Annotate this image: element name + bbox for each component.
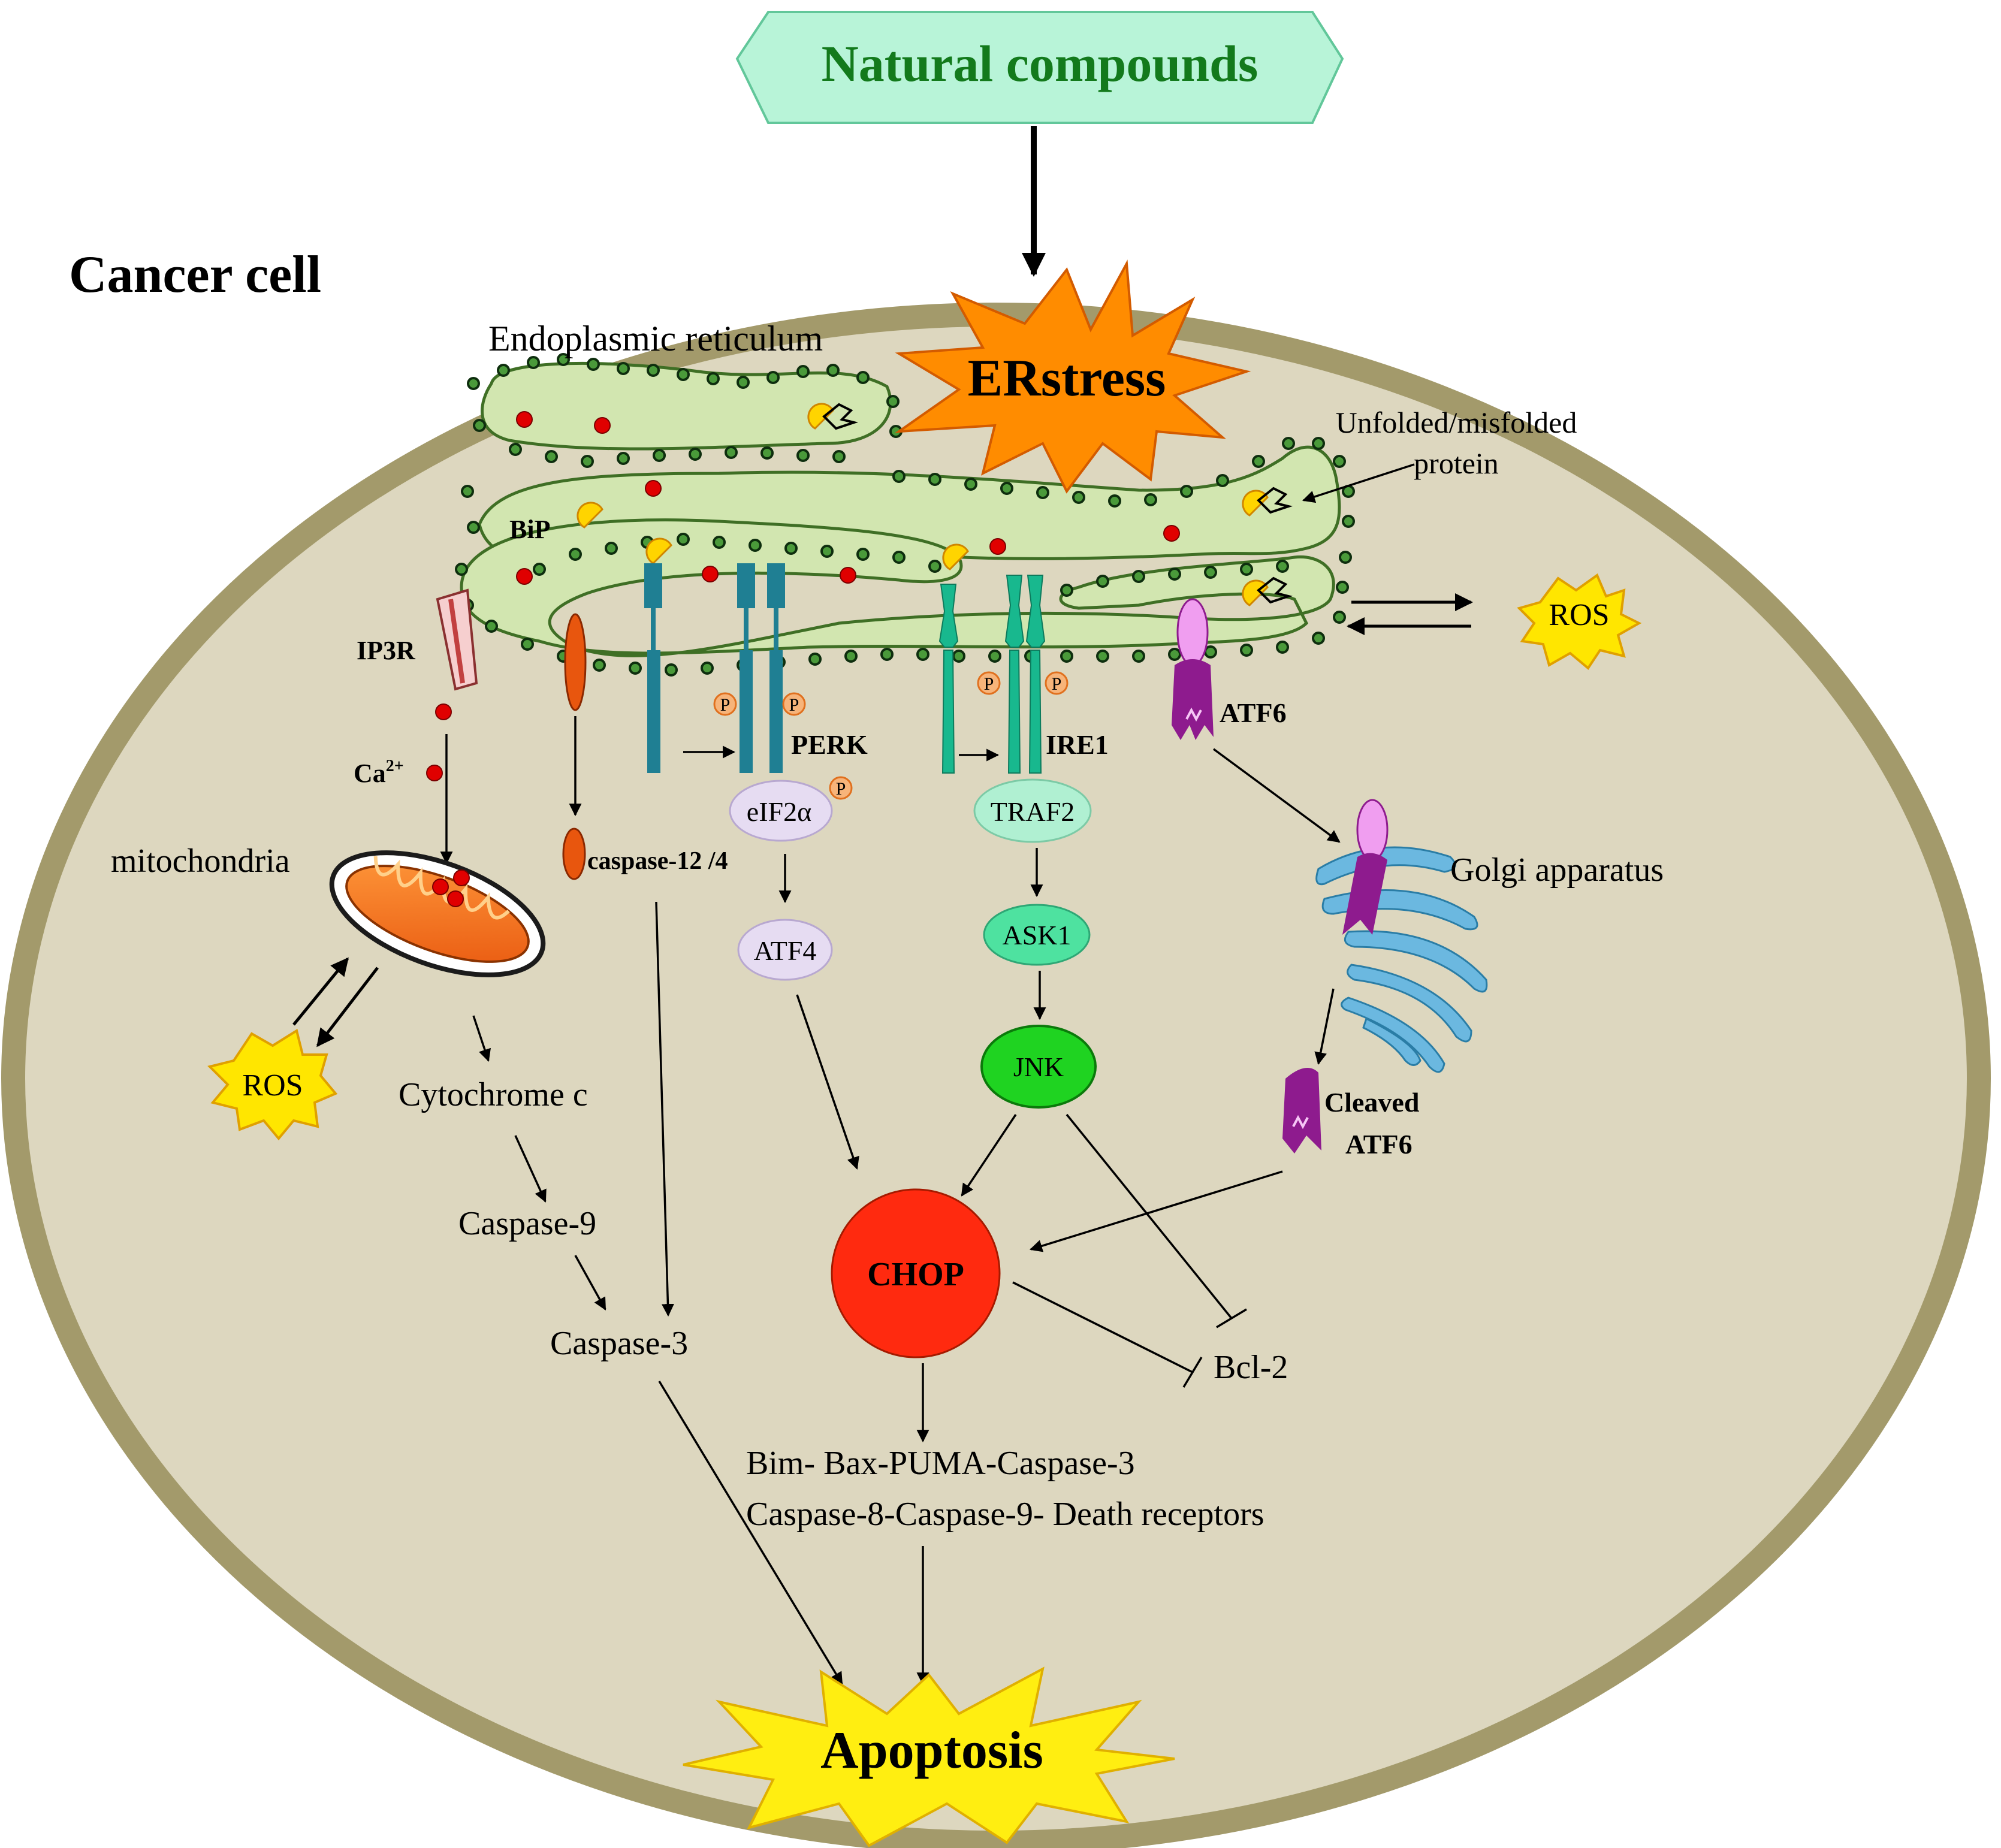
- golgi-label: Golgi apparatus: [1450, 851, 1664, 889]
- er-calcium-dots: [516, 411, 1180, 585]
- calcium-superscript: 2+: [386, 757, 404, 775]
- eif2a-node: [729, 780, 833, 842]
- unfolded-pointer-arrow: [1302, 463, 1415, 503]
- eif2a-phospho-text: P: [836, 779, 846, 799]
- cleaved-atf6-to-chop-arrow: [1029, 1170, 1283, 1252]
- atf6-label: ATF6: [1220, 697, 1287, 728]
- mitochondrion: [329, 850, 546, 977]
- ros-burst-right: [1517, 573, 1642, 670]
- ire1-dimer: [1004, 575, 1046, 774]
- chop-inhibits-bcl2-tbar: [1182, 1357, 1203, 1388]
- procaspase-12: [564, 613, 587, 711]
- traf2-node: [973, 778, 1092, 843]
- ire1-inactive: [938, 584, 959, 774]
- bip-label: BiP: [509, 515, 550, 544]
- jnk-inhibits-bcl2: [1066, 1113, 1233, 1319]
- title-text: Natural compounds: [822, 35, 1258, 92]
- ros-burst-left: [207, 1028, 338, 1141]
- perk-phospho-2-text: P: [789, 695, 799, 715]
- jnk-to-chop-arrow: [961, 1114, 1017, 1197]
- bcl2-label: Bcl-2: [1214, 1349, 1288, 1386]
- traf2-label: TRAF2: [991, 796, 1075, 827]
- calcium-label: Ca2+: [354, 757, 404, 788]
- jnk-node: [980, 1025, 1097, 1109]
- ire1-phospho-2-text: P: [1052, 674, 1062, 694]
- natural-compounds-box: Natural compounds: [735, 11, 1344, 124]
- atf6-to-golgi-arrow: [1212, 748, 1341, 843]
- ire1-phospho-1-text: P: [984, 674, 994, 694]
- perk-inactive: [644, 563, 662, 773]
- calcium-base: Ca: [354, 759, 386, 788]
- jnk-inhibits-bcl2-tbar: [1216, 1308, 1247, 1328]
- er-stress-text: ERstress: [968, 349, 1166, 407]
- caspase12-label: caspase-12 /4: [587, 847, 728, 875]
- casp12-to-casp3-arrow: [655, 901, 674, 1317]
- atf4-label: ATF4: [754, 935, 817, 966]
- cell-label: Cancer cell: [69, 246, 321, 304]
- ros-to-mito-arrow: [292, 957, 349, 1026]
- casp3-to-apoptosis-arrow: [658, 1381, 843, 1685]
- ros-right-text: ROS: [1549, 598, 1609, 632]
- casp9-to-casp3-arrow: [574, 1255, 606, 1310]
- ros-left-text: ROS: [242, 1068, 303, 1103]
- atf4-to-chop-arrow: [796, 994, 859, 1170]
- ip3r-label: IP3R: [357, 636, 416, 665]
- ask1-node: [983, 904, 1091, 966]
- perk-label: PERK: [791, 729, 868, 760]
- atf6-receptor: [1172, 598, 1214, 740]
- perk-phospho-2: [782, 692, 806, 716]
- cleaved-atf6-label-1: Cleaved: [1324, 1087, 1420, 1118]
- chop-node: [831, 1188, 1001, 1358]
- ribosome-beads: [455, 353, 1355, 677]
- mito-to-ros-arrow: [316, 967, 379, 1047]
- jnk-label: JNK: [1013, 1052, 1064, 1082]
- caspase-12-active: [562, 828, 586, 880]
- perk-dimer: [737, 563, 785, 773]
- caspase9-label: Caspase-9: [458, 1205, 596, 1242]
- cleaved-atf6-label-2: ATF6: [1345, 1129, 1413, 1159]
- calcium-ion: [426, 765, 443, 781]
- ire1-phospho-1: [977, 671, 1001, 695]
- chop-inhibits-bcl2: [1012, 1281, 1193, 1373]
- apoptosis-label: Apoptosis: [820, 1722, 1043, 1780]
- ire1-label: IRE1: [1046, 729, 1109, 760]
- atf6-in-golgi: [1342, 799, 1389, 935]
- ask1-label: ASK1: [1002, 920, 1071, 950]
- unfolded-label-line1: Unfolded/misfolded: [1336, 406, 1577, 439]
- targets-line2: Caspase-8-Caspase-9- Death receptors: [746, 1496, 1264, 1533]
- er-label: Endoplasmic reticulum: [488, 319, 823, 358]
- eif2a-phospho: [829, 776, 853, 800]
- cytochrome-label: Cytochrome c: [399, 1076, 588, 1113]
- mitochondria-label: mitochondria: [111, 843, 290, 880]
- ire1-phospho-2: [1045, 671, 1069, 695]
- cytochrome-to-casp9-arrow: [514, 1135, 547, 1203]
- perk-phospho-1-text: P: [720, 695, 731, 715]
- cleaved-atf6-shape: [1282, 1068, 1321, 1154]
- er-stress-burst: [895, 259, 1251, 494]
- caspase3-label: Caspase-3: [550, 1325, 688, 1362]
- eif2a-label: eIF2α: [747, 796, 811, 827]
- targets-line1: Bim- Bax-PUMA-Caspase-3: [746, 1445, 1135, 1482]
- mito-to-cytochrome-arrow: [472, 1015, 491, 1062]
- endoplasmic-reticulum: [455, 353, 1355, 677]
- atf4-node: [737, 919, 833, 981]
- misfolded-protein-icons: [822, 403, 1293, 604]
- chop-label: CHOP: [867, 1256, 964, 1293]
- apoptosis-burst: [683, 1666, 1175, 1847]
- unfolded-label-line2: protein: [1414, 446, 1499, 480]
- perk-phospho-1: [713, 692, 737, 716]
- ip3r-channel: [435, 588, 478, 720]
- golgi-to-cleaved-arrow: [1314, 988, 1335, 1065]
